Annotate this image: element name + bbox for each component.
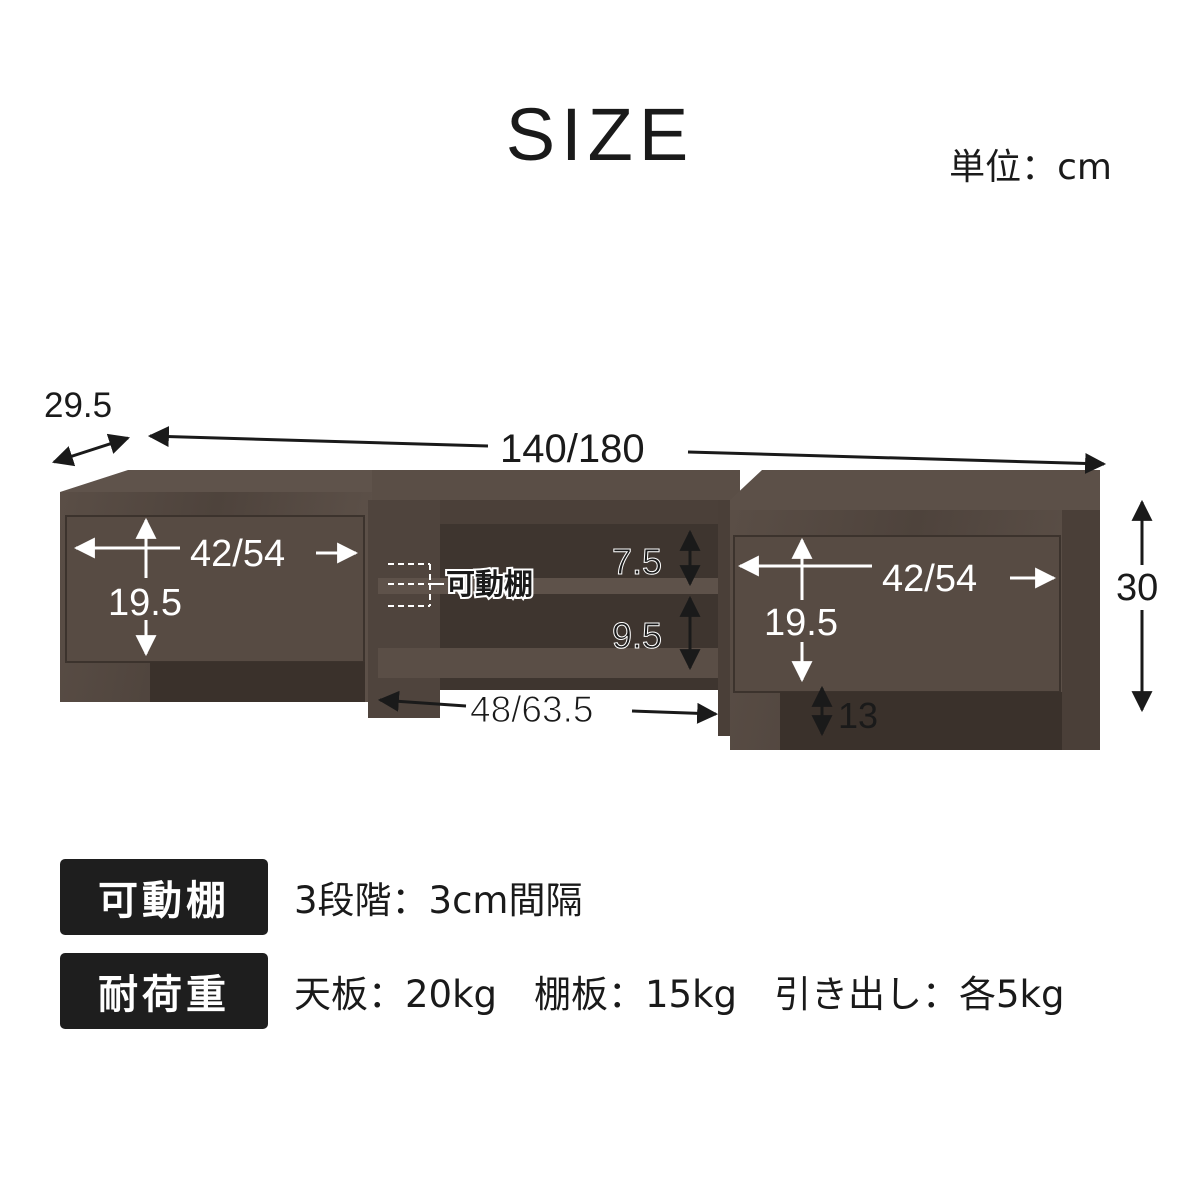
spec-row-adjustable-shelf: 可動棚 3段階：3cm間隔 <box>60 858 582 936</box>
unit-note: 単位：cm <box>949 147 1112 188</box>
left-drawer-height-label: 19.5 <box>108 582 182 624</box>
center-width-label: 48/63.5 <box>470 689 593 730</box>
upper-shelf-height-label: 7.5 <box>612 541 662 582</box>
adjustable-shelf-label: 可動棚 <box>446 567 533 601</box>
leg-clearance-label: 13 <box>838 695 878 736</box>
width-arrow-right <box>687 450 1107 474</box>
left-unit <box>60 470 372 702</box>
spec-label-adjustable-shelf: 可動棚 <box>60 859 268 935</box>
center-left-panel <box>368 500 440 718</box>
center-right-post <box>718 500 732 736</box>
adjustable-shelf <box>378 578 722 594</box>
depth-arrow <box>52 433 130 467</box>
right-unit <box>730 470 1100 750</box>
center-unit <box>368 470 740 736</box>
center-width-arrow-right <box>631 702 719 724</box>
adjustable-shelf-callout <box>388 563 444 607</box>
right-unit-side <box>1062 510 1100 750</box>
spec-row-load-capacity: 耐荷重 天板：20kg 棚板：15kg 引き出し：各5kg <box>60 952 1064 1030</box>
right-drawer <box>733 535 1061 693</box>
left-drawer <box>65 515 365 663</box>
height-label: 30 <box>1116 567 1158 609</box>
width-arrow-left <box>147 426 489 448</box>
lower-shelf-height-label: 9.5 <box>612 615 662 656</box>
width-label: 140/180 <box>500 427 645 471</box>
depth-label: 29.5 <box>44 386 112 425</box>
tv-board-diagram: 29.5 140/180 30 42/54 19.5 42/54 19.5 7.… <box>44 386 1158 750</box>
spec-label-load-capacity: 耐荷重 <box>60 953 268 1029</box>
right-drawer-width-label: 42/54 <box>882 558 977 600</box>
left-unit-base-shadow <box>150 662 365 702</box>
bottom-shelf <box>378 648 722 678</box>
page-title: SIZE <box>505 93 695 176</box>
spec-value-adjustable-shelf: 3段階：3cm間隔 <box>294 879 583 922</box>
spec-value-load-capacity: 天板：20kg 棚板：15kg 引き出し：各5kg <box>294 973 1065 1016</box>
center-width-arrow-left <box>377 690 467 712</box>
right-drawer-height-label: 19.5 <box>764 602 838 644</box>
left-drawer-width-label: 42/54 <box>190 533 285 575</box>
